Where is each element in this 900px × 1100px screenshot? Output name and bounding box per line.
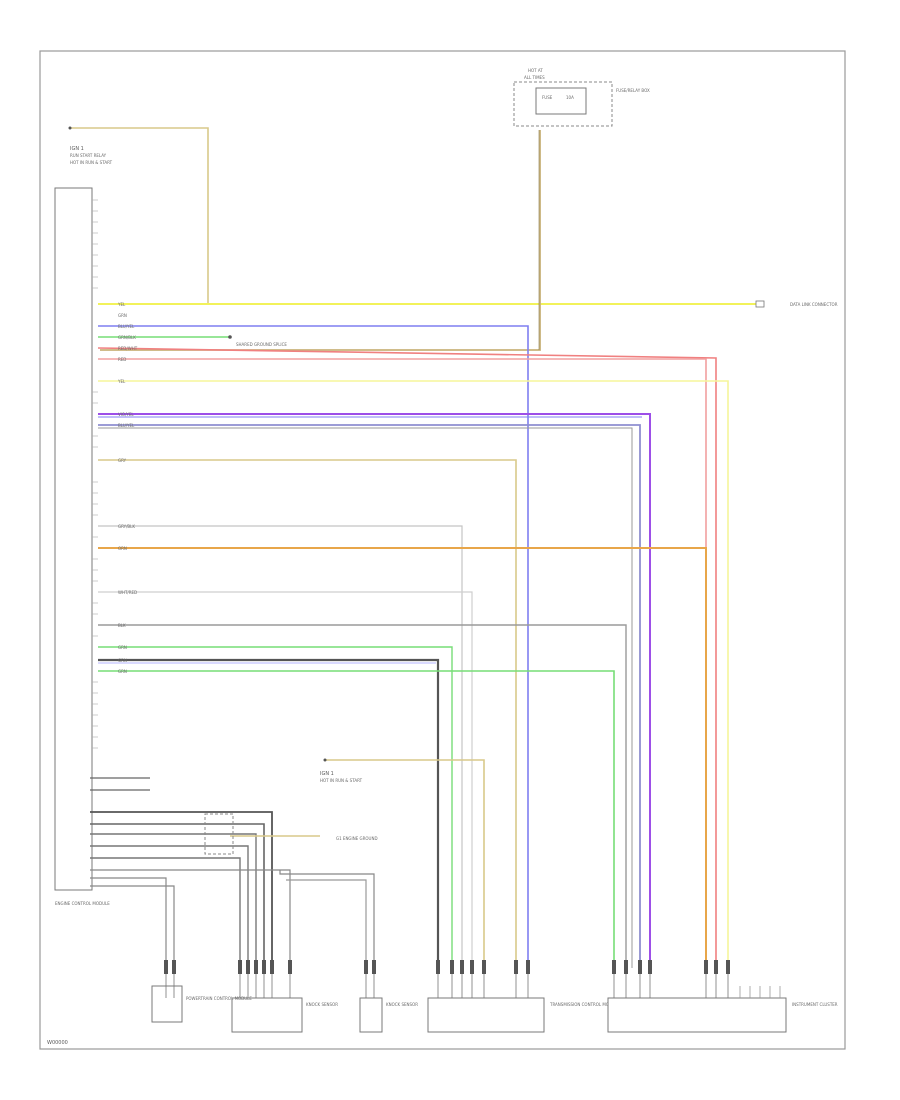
connector-pin <box>526 960 530 974</box>
figure-id: W00000 <box>47 1040 68 1046</box>
ign-label-3: HOT IN RUN & START <box>70 160 113 165</box>
ground-label: G1 ENGINE GROUND <box>336 836 378 841</box>
wire-tag: BLU/YEL <box>118 423 135 428</box>
diagram-border <box>39 50 846 1050</box>
component-box-1 <box>231 997 303 1033</box>
wire-dark <box>98 658 440 968</box>
ign2-label-1: IGN 1 <box>320 771 334 777</box>
wire-tag: RED <box>118 357 126 362</box>
wire-tag: RED/WHT <box>118 346 138 351</box>
connector-pin <box>364 960 368 974</box>
wire-tag: YEL <box>117 379 126 384</box>
wire-lightgrey-2 <box>98 591 473 968</box>
fuse-title-2: ALL TIMES <box>524 75 545 80</box>
component-label-1: POWERTRAIN CONTROL MODULE <box>186 996 252 1001</box>
connector-pin <box>246 960 250 974</box>
wire-lightgrey-1 <box>98 525 463 968</box>
wire-tag: GRN/BLK <box>118 335 136 340</box>
wire-tags: YEL GRN BLU/YEL GRN/BLK RED/WHT RED YEL … <box>117 302 138 674</box>
connector-pin <box>726 960 730 974</box>
splice-note: SHARED GROUND SPLICE <box>236 342 287 347</box>
ecm-connector-strip <box>54 187 93 891</box>
connector-pin <box>164 960 168 974</box>
wire-tag: GRY/BLK <box>118 524 135 529</box>
connector-pin <box>470 960 474 974</box>
connector-pin <box>514 960 518 974</box>
connector-pin <box>482 960 486 974</box>
wire-ign-feed-2 <box>325 759 485 968</box>
wire-tag: GRY <box>118 458 127 463</box>
connector-pin <box>372 960 376 974</box>
component-box-2 <box>359 997 383 1033</box>
ground-dashed-box <box>204 813 234 855</box>
feed-terminal <box>68 126 72 130</box>
connector-pin <box>254 960 258 974</box>
feed-terminal-2 <box>323 758 327 762</box>
splice-dot <box>228 335 232 339</box>
wire-orange <box>98 547 707 968</box>
dlc-label: DATA LINK CONNECTOR <box>790 302 838 307</box>
wire-tag: VIO/YEL <box>118 412 134 417</box>
connector-pin <box>714 960 718 974</box>
connector-pin <box>612 960 616 974</box>
connector-pin <box>262 960 266 974</box>
wire-tag: ORN <box>118 546 127 551</box>
wire-violet <box>98 413 651 968</box>
component-box-4 <box>427 997 545 1033</box>
connector-pin <box>238 960 242 974</box>
pin-ticks <box>92 199 98 749</box>
ign-label-1: IGN 1 <box>70 146 84 152</box>
connector-pin <box>624 960 628 974</box>
bottom-left-connector <box>151 985 183 1023</box>
bottom-connector-pins <box>164 960 781 998</box>
fuse-relay-box <box>513 81 613 127</box>
wire-fuse-feed <box>100 130 541 351</box>
wire-ign-feed <box>70 127 209 304</box>
ign-label-2: RUN START RELAY <box>70 153 107 158</box>
ecm-label: ENGINE CONTROL MODULE <box>55 901 110 906</box>
wire-blue-grey <box>98 424 641 968</box>
wire-tan-mid <box>98 459 517 968</box>
ign2-label-2: HOT IN RUN & START <box>320 778 363 783</box>
wire-lightyellow <box>98 380 729 968</box>
component-box-5 <box>607 997 787 1033</box>
connector-pin <box>436 960 440 974</box>
connector-pin <box>450 960 454 974</box>
wire-tag: WHT/RED <box>118 590 137 595</box>
fuse-inner <box>535 87 587 115</box>
wire-tag: GRN <box>118 669 127 674</box>
wire-green-2 <box>98 670 615 968</box>
wire-bundle-1 <box>90 811 273 968</box>
connector-pin <box>270 960 274 974</box>
connector-pin <box>172 960 176 974</box>
fuse-rating: 10A <box>566 95 574 100</box>
dlc-connector <box>755 300 765 308</box>
fuse-title-1: HOT AT <box>528 68 543 73</box>
connector-pin <box>288 960 292 974</box>
wire-green-1 <box>98 646 453 968</box>
connector-pin <box>638 960 642 974</box>
component-label-3: KNOCK SENSOR <box>386 1002 418 1007</box>
connector-pin <box>648 960 652 974</box>
wire-tag: GRN <box>118 313 127 318</box>
connector-pin <box>460 960 464 974</box>
component-label-5: INSTRUMENT CLUSTER <box>792 1002 838 1007</box>
wire-tag: GRN <box>118 645 127 650</box>
wire-tag: BLU/YEL <box>118 324 135 329</box>
fuse-box-side-label: FUSE/RELAY BOX <box>616 88 650 93</box>
fuse-inner-label: FUSE <box>542 95 553 100</box>
wire-group <box>70 127 760 968</box>
wire-tag: GRN <box>118 658 127 663</box>
component-label-4: TRANSMISSION CONTROL MODULE <box>549 1002 620 1007</box>
wire-blue <box>98 325 529 968</box>
wire-grey <box>98 624 627 968</box>
wire-red <box>97 347 717 968</box>
connector-pin <box>704 960 708 974</box>
component-label-2: KNOCK SENSOR <box>306 1002 338 1007</box>
wire-tag: YEL <box>117 302 126 307</box>
wire-tag: BLK <box>118 623 126 628</box>
